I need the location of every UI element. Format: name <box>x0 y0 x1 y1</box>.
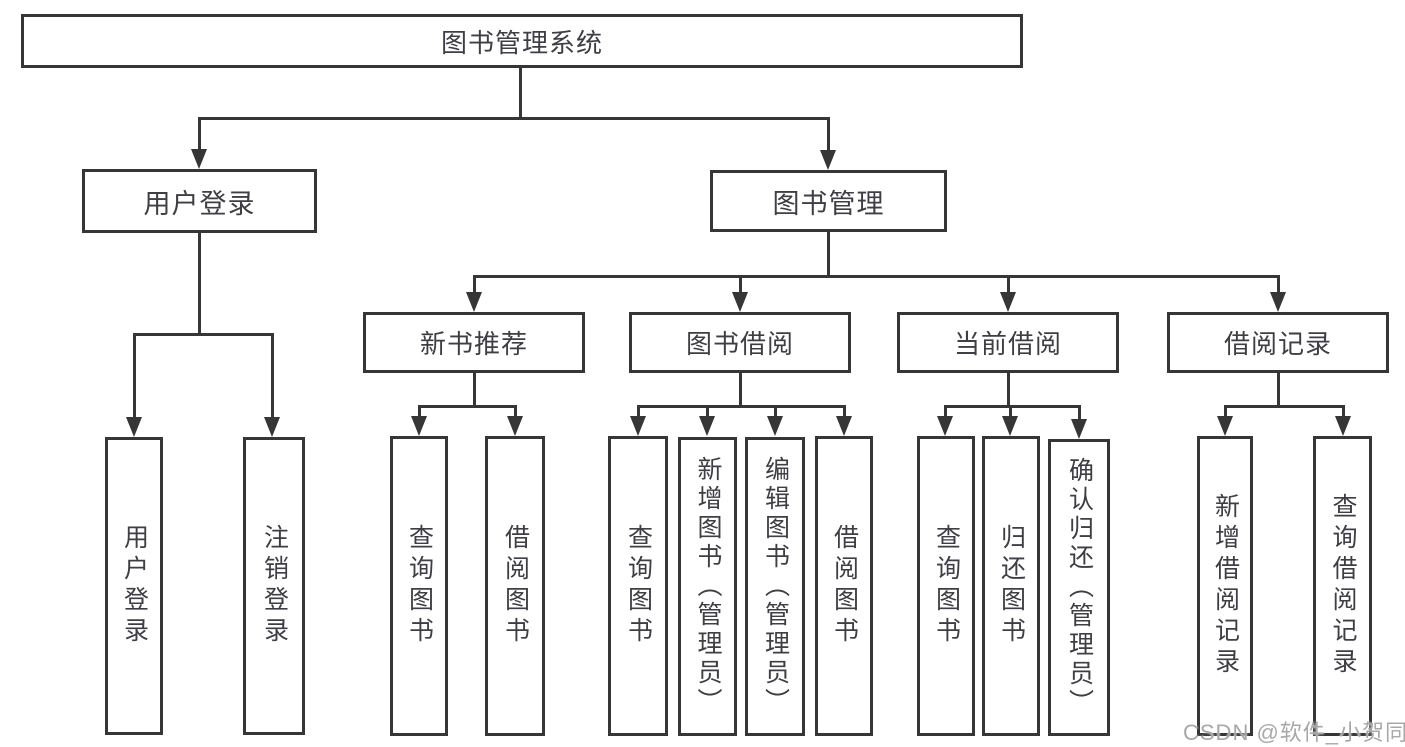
connector-line <box>198 233 201 336</box>
node-new-book-recommend: 新书推荐 <box>363 312 585 373</box>
connector-line <box>1277 275 1280 295</box>
node-book-management: 图书管理 <box>710 170 947 232</box>
leaf-bb-add-books-admin: 新增图书（管理员） <box>678 437 737 736</box>
arrow-down-icon <box>820 150 836 170</box>
connector-line <box>1007 373 1010 408</box>
connector-line <box>418 405 517 408</box>
connector-line <box>827 232 830 277</box>
leaf-cb-query-books: 查询图书 <box>917 436 975 736</box>
arrow-down-icon <box>767 416 783 436</box>
connector-line <box>1009 405 1012 419</box>
node-root: 图书管理系统 <box>21 14 1023 68</box>
leaf-br-add-record: 新增借阅记录 <box>1197 436 1253 736</box>
connector-line <box>827 117 830 152</box>
arrow-down-icon <box>630 416 646 436</box>
connector-line <box>133 333 274 336</box>
node-current-borrowing: 当前借阅 <box>897 312 1119 373</box>
leaf-cb-confirm-return-admin: 确认归还（管理员） <box>1048 439 1110 736</box>
connector-line <box>418 405 421 419</box>
leaf-nb-borrow-books: 借阅图书 <box>485 436 545 736</box>
connector-line <box>1007 275 1010 295</box>
leaf-user-login: 用户登录 <box>105 437 163 735</box>
node-user-login: 用户登录 <box>82 169 317 233</box>
connector-line <box>944 405 947 419</box>
connector-line <box>514 405 517 419</box>
leaf-bb-borrow-books: 借阅图书 <box>815 436 873 736</box>
connector-line <box>739 373 742 408</box>
leaf-bb-query-books: 查询图书 <box>608 436 668 736</box>
arrow-down-icon <box>1335 416 1351 436</box>
node-borrowing-records: 借阅记录 <box>1167 312 1389 373</box>
connector-line <box>774 405 777 419</box>
connector-line <box>1224 405 1344 408</box>
connector-line <box>637 405 640 419</box>
connector-line <box>473 275 1280 278</box>
arrow-down-icon <box>732 292 748 312</box>
leaf-br-query-record: 查询借阅记录 <box>1313 436 1372 736</box>
connector-line <box>1078 405 1081 423</box>
connector-line <box>1277 373 1280 408</box>
connector-line <box>637 405 845 408</box>
connector-line <box>706 405 709 419</box>
connector-line <box>1342 405 1345 419</box>
connector-line <box>198 117 201 152</box>
arrow-down-icon <box>466 292 482 312</box>
leaf-cb-return-books: 归还图书 <box>982 436 1040 736</box>
connector-line <box>739 275 742 295</box>
connector-line <box>133 333 136 419</box>
node-book-borrowing: 图书借阅 <box>629 312 851 373</box>
arrow-down-icon <box>1002 416 1018 436</box>
connector-line <box>843 405 846 419</box>
connector-line <box>473 373 476 408</box>
arrow-down-icon <box>411 416 427 436</box>
connector-line <box>198 117 830 120</box>
connector-line <box>1224 405 1227 419</box>
arrow-down-icon <box>937 416 953 436</box>
arrow-down-icon <box>264 417 280 437</box>
leaf-logout: 注销登录 <box>243 437 305 735</box>
arrow-down-icon <box>126 417 142 437</box>
arrow-down-icon <box>507 416 523 436</box>
connector-line <box>473 275 476 295</box>
arrow-down-icon <box>1270 292 1286 312</box>
leaf-bb-edit-books-admin: 编辑图书（管理员） <box>745 437 805 736</box>
connector-line <box>271 333 274 419</box>
connector-line <box>944 405 1081 408</box>
arrow-down-icon <box>836 416 852 436</box>
leaf-nb-query-books: 查询图书 <box>390 436 448 736</box>
connector-line <box>519 68 522 118</box>
arrow-down-icon <box>1217 416 1233 436</box>
arrow-down-icon <box>191 149 207 169</box>
arrow-down-icon <box>1000 292 1016 312</box>
csdn-watermark: CSDN @软件_小贺同学 <box>1183 720 1405 745</box>
arrow-down-icon <box>699 416 715 436</box>
arrow-down-icon <box>1071 419 1087 439</box>
